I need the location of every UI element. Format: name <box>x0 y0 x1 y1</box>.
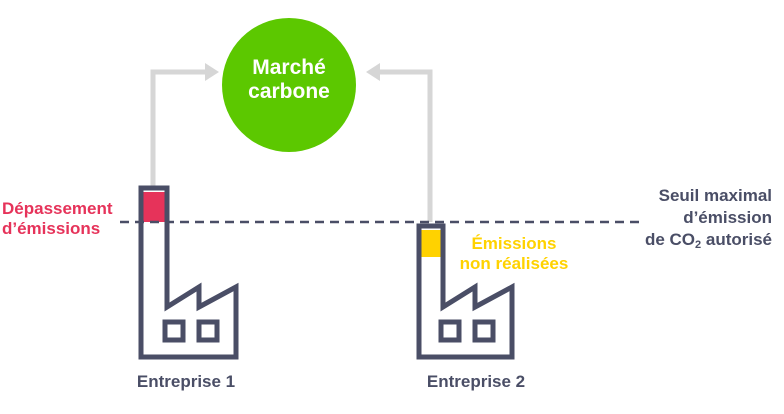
unused-emissions-line1: Émissions <box>471 234 557 253</box>
company-2-label: Entreprise 2 <box>426 372 526 391</box>
threshold-label: Seuil maximal d’émission de CO2 autorisé <box>600 185 772 252</box>
factory-2-icon <box>416 223 515 360</box>
arrow-company1-to-market <box>150 69 207 190</box>
carbon-market-label-line2: carbone <box>248 80 330 104</box>
carbon-market-circle <box>222 18 356 152</box>
company-1-label: Entreprise 1 <box>136 372 236 391</box>
arrow-company2-to-market <box>378 69 433 222</box>
unused-emissions-label: Émissions non réalisées <box>444 234 584 273</box>
threshold-line3: de CO2 autorisé <box>600 229 772 252</box>
threshold-line3-suffix: autorisé <box>701 230 772 250</box>
emission-excess-label: Dépassement d’émissions <box>2 199 132 238</box>
threshold-line2: d’émission <box>683 208 772 228</box>
threshold-line3-prefix: de CO <box>644 230 696 250</box>
carbon-market-label: Marché carbone <box>221 56 357 104</box>
threshold-line1: Seuil maximal <box>658 186 772 205</box>
arrow-head-right <box>366 63 380 81</box>
arrow-head-left <box>205 63 219 81</box>
factory-1-icon <box>138 185 239 360</box>
threshold-line3-subscript: 2 <box>695 239 702 252</box>
emission-excess-line1: Dépassement <box>2 199 113 218</box>
emission-excess-line2: d’émissions <box>2 218 101 238</box>
unused-emissions-line2: non réalisées <box>459 253 569 273</box>
carbon-market-label-line1: Marché <box>252 56 326 79</box>
